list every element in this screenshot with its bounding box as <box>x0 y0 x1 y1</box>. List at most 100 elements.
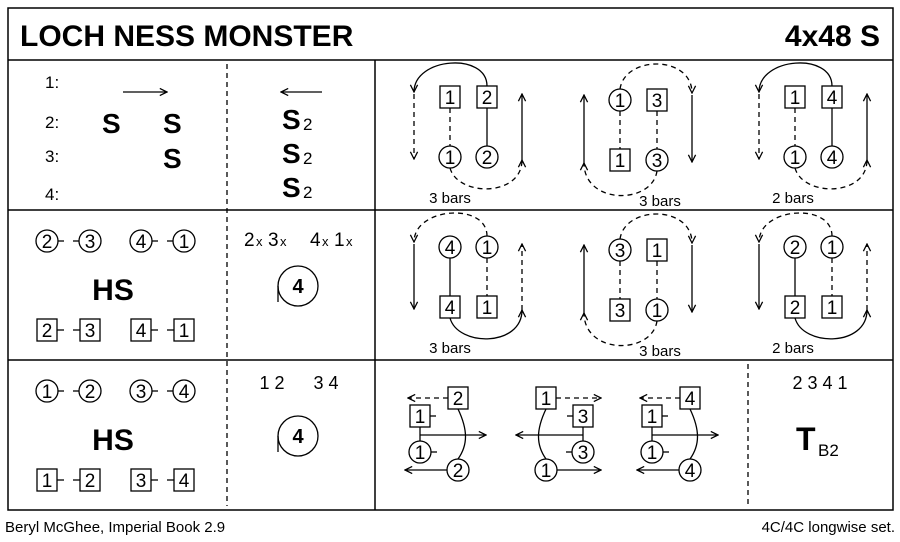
man-square: 1 <box>646 238 668 262</box>
dancer-number: 1 <box>790 148 801 169</box>
dancer-number: 4 <box>179 471 190 492</box>
circle-shape <box>438 235 462 259</box>
curved-path <box>537 408 547 460</box>
dancer-number: 1 <box>445 88 456 109</box>
figure-hs: HS <box>92 274 134 307</box>
footer-set: 4C/4C longwise set. <box>762 519 895 536</box>
footer-source: Beryl McGhee, Imperial Book 2.9 <box>5 519 225 536</box>
curved-arrow-icon <box>794 310 867 340</box>
circle-shape <box>783 235 807 259</box>
dancer-number: 3 <box>578 407 589 428</box>
bar-number: 3: <box>45 147 59 166</box>
man-square: 1 <box>439 85 461 109</box>
square-shape <box>439 85 461 109</box>
circle-shape <box>608 88 632 112</box>
man-square: 1 <box>609 148 631 172</box>
curved-arrow-icon <box>584 313 658 347</box>
turn-symbol: T <box>796 421 816 457</box>
dancer-number: 2 <box>42 321 53 342</box>
square-shape <box>476 295 498 319</box>
cross-x: x <box>346 234 353 249</box>
dancer-number: 3 <box>615 241 626 262</box>
dance-title: LOCH NESS MONSTER <box>20 20 354 53</box>
square-shape <box>535 386 557 410</box>
order-label: 3 4 <box>313 373 338 393</box>
cross-x: x <box>280 234 287 249</box>
woman-circle: 4 <box>129 229 153 253</box>
square-shape <box>439 295 461 319</box>
cross-number: 3 <box>268 230 279 251</box>
woman-circle: 3 <box>645 148 669 172</box>
man-square: 2 <box>447 386 469 410</box>
dancer-number: 1 <box>647 443 658 464</box>
chase-number: 4 <box>292 276 304 298</box>
circle-shape <box>820 235 844 259</box>
man-square: 1 <box>476 295 498 319</box>
square-shape <box>409 404 431 428</box>
chase-circle-icon: 4 <box>277 265 319 307</box>
dancer-number: 1 <box>415 407 426 428</box>
dancer-number: 4 <box>136 232 147 253</box>
woman-circle: 2 <box>475 145 499 169</box>
bar-number: 1: <box>45 73 59 92</box>
square-shape <box>821 85 843 109</box>
woman-circle: 1 <box>608 88 632 112</box>
square-shape <box>821 295 843 319</box>
woman-circle: 2 <box>446 458 470 482</box>
curved-arrow-icon <box>759 62 833 92</box>
woman-circle: 1 <box>783 145 807 169</box>
woman-circle: 1 <box>475 235 499 259</box>
dancer-number: 2 <box>482 88 493 109</box>
man-square: 4 <box>130 318 152 342</box>
curved-arrow-icon <box>414 62 488 92</box>
dancer-number: 1 <box>445 148 456 169</box>
dancer-number: 1 <box>827 238 838 259</box>
dancer-number: 3 <box>136 382 147 403</box>
dancer-number: 4 <box>827 88 838 109</box>
square-shape <box>572 404 594 428</box>
square-shape <box>447 386 469 410</box>
woman-circle: 2 <box>78 379 102 403</box>
man-square: 2 <box>476 85 498 109</box>
curved-path <box>457 408 467 460</box>
woman-circle: 3 <box>129 379 153 403</box>
man-square: 4 <box>679 386 701 410</box>
dancer-number: 2 <box>790 238 801 259</box>
woman-circle: 1 <box>640 440 664 464</box>
woman-circle: 4 <box>678 458 702 482</box>
man-square: 1 <box>173 318 195 342</box>
dancer-number: 1 <box>652 301 663 322</box>
dancer-number: 3 <box>85 321 96 342</box>
man-square: 3 <box>609 298 631 322</box>
dancer-number: 1 <box>827 298 838 319</box>
man-square: 4 <box>173 468 195 492</box>
setting-symbol: S <box>163 108 182 139</box>
chase-number: 4 <box>292 426 304 448</box>
dancer-number: 2 <box>453 461 464 482</box>
curved-arrow-icon <box>414 212 488 242</box>
dancer-number: 3 <box>578 443 589 464</box>
dancer-number: 1 <box>42 382 53 403</box>
woman-circle: 1 <box>438 145 462 169</box>
woman-circle: 1 <box>534 458 558 482</box>
man-square: 3 <box>572 404 594 428</box>
dancer-number: 4 <box>827 148 838 169</box>
man-square: 1 <box>535 386 557 410</box>
curved-arrow-icon <box>449 160 522 190</box>
woman-circle: 2 <box>783 235 807 259</box>
man-square: 1 <box>409 404 431 428</box>
man-square: 1 <box>641 404 663 428</box>
circle-shape <box>640 440 664 464</box>
bar-number: 2: <box>45 113 59 132</box>
setting-symbol: S <box>102 108 121 139</box>
dancer-number: 4 <box>179 382 190 403</box>
dancer-number: 1 <box>541 461 552 482</box>
woman-circle: 1 <box>35 379 59 403</box>
dancer-number: 4 <box>445 238 456 259</box>
man-square: 1 <box>784 85 806 109</box>
square-shape <box>784 295 806 319</box>
setting-symbol: S <box>282 138 301 169</box>
setting-symbol: S <box>282 172 301 203</box>
curved-arrow-icon <box>759 212 833 242</box>
